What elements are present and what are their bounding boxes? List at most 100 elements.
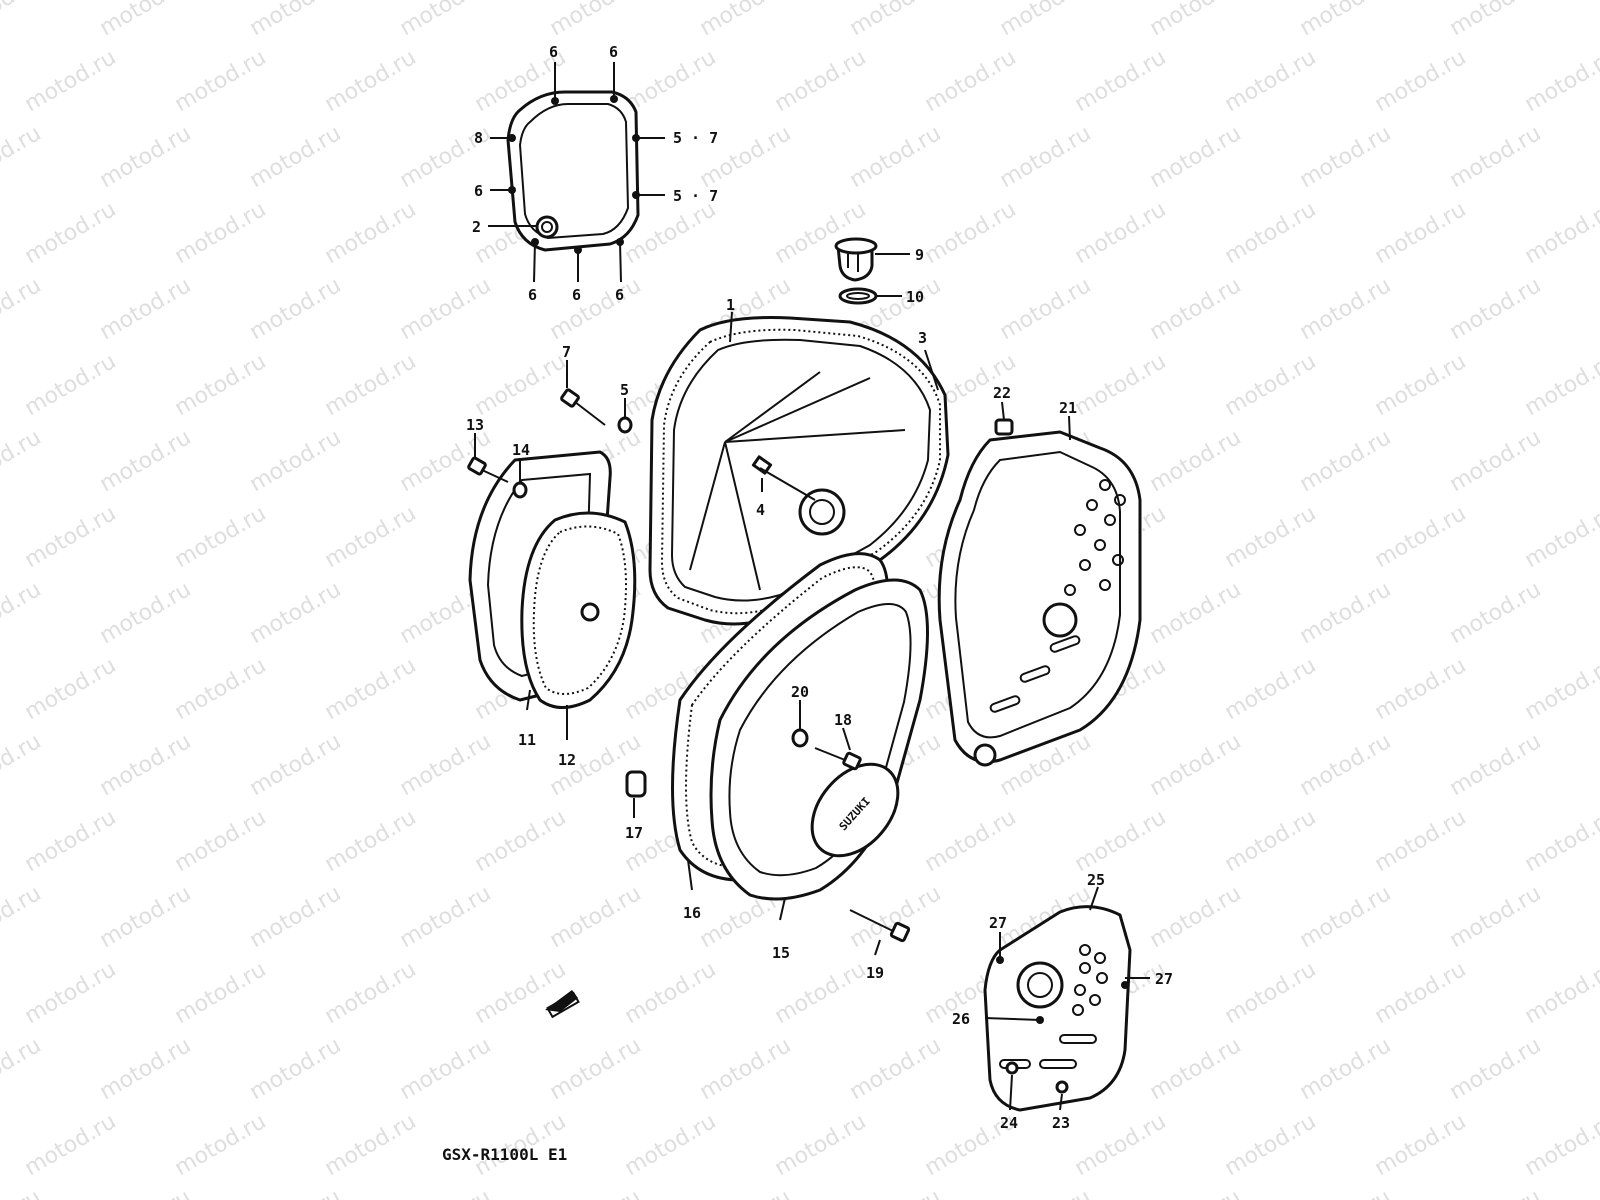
bolt-18 <box>814 747 862 771</box>
watermark-text: motod.ru <box>1446 881 1546 953</box>
watermark-text: motod.ru <box>0 729 45 801</box>
watermark-text: motod.ru <box>921 805 1021 877</box>
watermark-text: motod.ru <box>396 0 496 41</box>
watermark-text: motod.ru <box>1521 805 1600 877</box>
crankcase-cover <box>937 430 1142 767</box>
watermark-text: motod.ru <box>771 957 871 1029</box>
watermark-text: motod.ru <box>1371 653 1471 725</box>
watermark-text: motod.ru <box>171 501 271 573</box>
watermark-text: motod.ru <box>1221 653 1321 725</box>
watermark-text: motod.ru <box>546 0 646 41</box>
watermark-text: motod.ru <box>0 121 45 193</box>
dowel-17 <box>625 770 647 798</box>
washer-20 <box>791 728 809 748</box>
watermark-text: motod.ru <box>21 957 121 1029</box>
callout-5-7: 5 · 7 <box>673 129 718 147</box>
watermark-text: motod.ru <box>0 881 45 953</box>
callout-15: 15 <box>772 944 790 962</box>
oil-filler-cap <box>834 237 878 282</box>
callout-14: 14 <box>512 441 530 459</box>
watermark-text: motod.ru <box>1296 881 1396 953</box>
watermark-text: motod.ru <box>1446 273 1546 345</box>
watermark-text: motod.ru <box>1221 805 1321 877</box>
watermark-text: motod.ru <box>621 45 721 117</box>
watermark-text: motod.ru <box>1146 121 1246 193</box>
watermark-text: motod.ru <box>1296 273 1396 345</box>
bolt-7 <box>560 388 606 426</box>
watermark-text: motod.ru <box>0 1033 45 1105</box>
callout-4: 4 <box>756 501 765 519</box>
callout-22: 22 <box>993 384 1011 402</box>
watermark-text: motod.ru <box>246 121 346 193</box>
watermark-text: motod.ru <box>396 729 496 801</box>
dowel-4 <box>759 467 816 501</box>
watermark-text: motod.ru <box>1221 1109 1321 1181</box>
watermark-text: motod.ru <box>246 729 346 801</box>
watermark-text: motod.ru <box>1071 349 1171 421</box>
watermark-text: motod.ru <box>1521 501 1600 573</box>
watermark-text: motod.ru <box>1071 197 1171 269</box>
watermark-text: motod.ru <box>1446 0 1546 41</box>
watermark-text: motod.ru <box>171 805 271 877</box>
watermark-text: motod.ru <box>96 729 196 801</box>
watermark-text: motod.ru <box>321 653 421 725</box>
watermark-text: motod.ru <box>696 1033 796 1105</box>
clutch-cover <box>648 316 950 626</box>
watermark-text: motod.ru <box>96 0 196 41</box>
watermark-text: motod.ru <box>1371 805 1471 877</box>
watermark-text: motod.ru <box>621 1109 721 1181</box>
callout-6: 6 <box>474 182 483 200</box>
watermark-text: motod.ru <box>246 1033 346 1105</box>
watermark-text: motod.ru <box>396 1185 496 1200</box>
watermark-text: motod.ru <box>1146 881 1246 953</box>
watermark-text: motod.ru <box>621 957 721 1029</box>
callout-27: 27 <box>989 914 1007 932</box>
watermark-text: motod.ru <box>1521 197 1600 269</box>
watermark-text: motod.ru <box>96 121 196 193</box>
watermark-text: motod.ru <box>1146 729 1246 801</box>
callout-11: 11 <box>518 731 536 749</box>
watermark-text: motod.ru <box>0 0 45 41</box>
callout-24: 24 <box>1000 1114 1018 1132</box>
watermark-text: motod.ru <box>396 273 496 345</box>
watermark-text: motod.ru <box>96 1185 196 1200</box>
callout-7: 7 <box>562 343 571 361</box>
watermark-text: motod.ru <box>1521 349 1600 421</box>
watermark-text: motod.ru <box>171 45 271 117</box>
watermark-text: motod.ru <box>696 1185 796 1200</box>
watermark-text: motod.ru <box>1071 45 1171 117</box>
callout-2: 2 <box>472 218 481 236</box>
watermark-text: motod.ru <box>471 805 571 877</box>
oil-filler-o-ring <box>838 287 878 305</box>
watermark-text: motod.ru <box>246 273 346 345</box>
watermark-text: motod.ru <box>1371 957 1471 1029</box>
callout-27: 27 <box>1155 970 1173 988</box>
watermark-text: motod.ru <box>321 957 421 1029</box>
washer-5 <box>617 416 633 434</box>
watermark-text: motod.ru <box>546 1033 646 1105</box>
watermark-text: motod.ru <box>96 425 196 497</box>
callout-5: 5 <box>620 381 629 399</box>
watermark-text: motod.ru <box>1446 121 1546 193</box>
crankcase-cover-holes <box>989 479 1126 713</box>
watermark-text: motod.ru <box>1596 1033 1600 1105</box>
callout-9: 9 <box>915 246 924 264</box>
watermark-text: motod.ru <box>471 957 571 1029</box>
callout-20: 20 <box>791 683 809 701</box>
watermark-text: motod.ru <box>396 881 496 953</box>
watermark-text: motod.ru <box>546 273 646 345</box>
watermark-text: motod.ru <box>1596 121 1600 193</box>
watermark-text: motod.ru <box>1596 0 1600 41</box>
watermark-text: motod.ru <box>1296 729 1396 801</box>
generator-cover-gasket <box>520 511 637 709</box>
watermark-text: motod.ru <box>1371 349 1471 421</box>
callout-10: 10 <box>906 288 924 306</box>
watermark-text: motod.ru <box>321 1109 421 1181</box>
callout-21: 21 <box>1059 399 1077 417</box>
watermark-text: motod.ru <box>1521 957 1600 1029</box>
watermark-text: motod.ru <box>171 1109 271 1181</box>
watermark-text: motod.ru <box>321 45 421 117</box>
callout-19: 19 <box>866 964 884 982</box>
watermark-text: motod.ru <box>21 1109 121 1181</box>
